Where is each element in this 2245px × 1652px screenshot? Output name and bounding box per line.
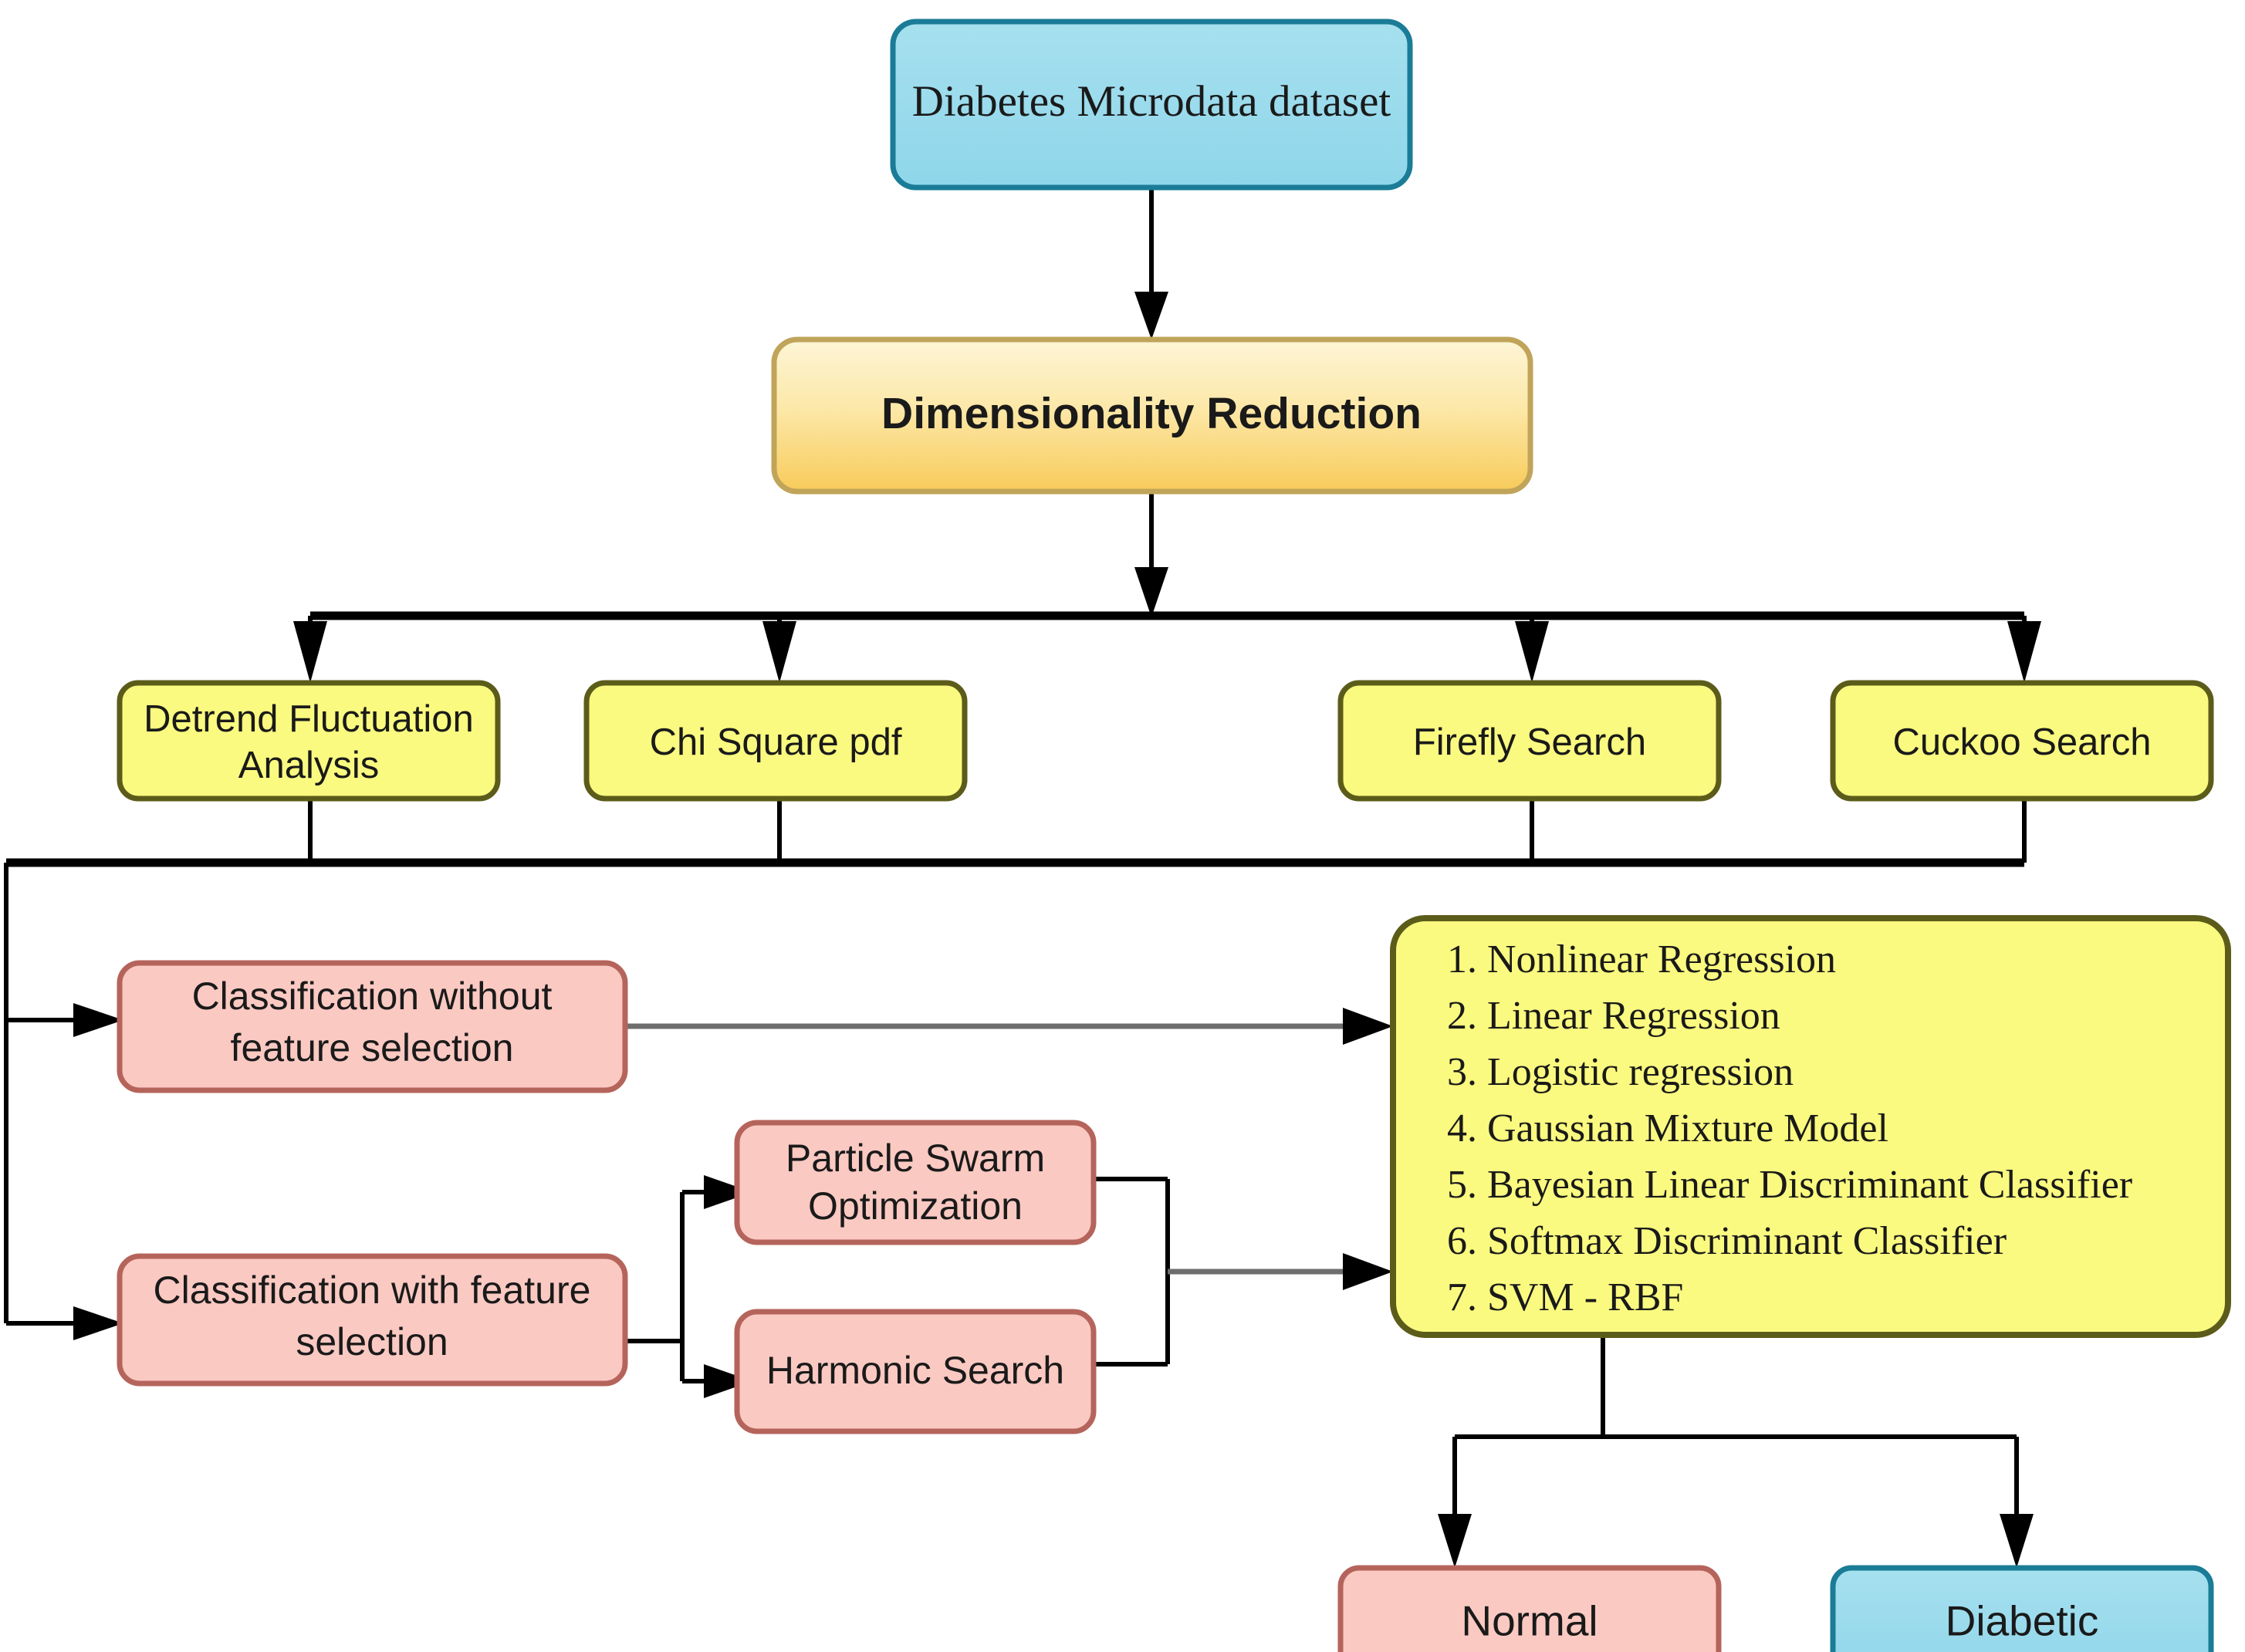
- node-particle-swarm-optimization[interactable]: Particle Swarm Optimization: [734, 1120, 1097, 1245]
- node-detrend-label-line1: Detrend Fluctuation: [144, 698, 474, 740]
- node-classification-with-feature-selection[interactable]: Classification with feature selection: [117, 1253, 628, 1387]
- edge-classifiers-to-outcomes: [1438, 1335, 2034, 1568]
- node-chi-square-label: Chi Square pdf: [650, 721, 902, 763]
- node-diabetic-label: Diabetic: [1946, 1597, 2099, 1645]
- edge-collector-to-classification: [4, 863, 123, 1340]
- node-classifier-list[interactable]: 1. Nonlinear Regression 2. Linear Regres…: [1390, 915, 2231, 1338]
- node-dataset[interactable]: Diabetes Microdata dataset: [890, 19, 1413, 191]
- node-classification-without-feature-selection[interactable]: Classification without feature selection: [117, 960, 628, 1093]
- node-normal[interactable]: Normal: [1337, 1565, 1722, 1652]
- node-normal-label: Normal: [1461, 1597, 1598, 1645]
- node-harmonic-search[interactable]: Harmonic Search: [734, 1309, 1097, 1434]
- classifier-list-item-5: 5. Bayesian Linear Discriminant Classifi…: [1447, 1163, 2132, 1207]
- edge-methods-to-collector: [6, 799, 2027, 867]
- node-firefly-label: Firefly Search: [1413, 721, 1646, 763]
- classifier-list-item-3: 3. Logistic regression: [1447, 1050, 1794, 1094]
- node-detrend-label-line2: Analysis: [238, 745, 379, 786]
- node-detrend-fluctuation-analysis[interactable]: Detrend Fluctuation Analysis: [117, 680, 501, 802]
- node-classify-without-line2: feature selection: [231, 1026, 514, 1069]
- node-classify-with-line1: Classification with feature: [154, 1269, 591, 1312]
- node-firefly-search[interactable]: Firefly Search: [1337, 680, 1722, 802]
- node-pso-line2: Optimization: [808, 1184, 1023, 1228]
- edge-bus-to-chisquare: [762, 616, 796, 683]
- node-dataset-label: Diabetes Microdata dataset: [912, 77, 1391, 126]
- node-dimensionality-reduction[interactable]: Dimensionality Reduction: [771, 336, 1533, 495]
- classifier-list-item-2: 2. Linear Regression: [1447, 994, 1780, 1038]
- edge-dataset-to-dimred: [1134, 187, 1168, 340]
- edge-bus-to-detrend: [293, 616, 327, 683]
- edge-bus-to-cuckoo: [2007, 616, 2041, 683]
- edge-optimizers-to-classifiers: [1092, 1177, 1393, 1367]
- classifier-list-item-7: 7. SVM - RBF: [1447, 1275, 1683, 1319]
- classifier-list-item-6: 6. Softmax Discriminant Classifier: [1447, 1219, 2007, 1263]
- node-classify-without-line1: Classification without: [192, 975, 553, 1018]
- classifier-list-item-1: 1. Nonlinear Regression: [1447, 937, 1836, 981]
- node-cuckoo-search[interactable]: Cuckoo Search: [1830, 680, 2214, 802]
- classifier-list-item-4: 4. Gaussian Mixture Model: [1447, 1106, 1888, 1150]
- edge-without-to-classifiers: [627, 1008, 1393, 1045]
- edge-bus-to-firefly: [1515, 616, 1549, 683]
- node-diabetic[interactable]: Diabetic: [1830, 1565, 2214, 1652]
- node-harmonic-label: Harmonic Search: [766, 1349, 1064, 1392]
- edge-with-to-optimizers: [627, 1175, 752, 1398]
- node-classify-with-line2: selection: [296, 1320, 448, 1363]
- node-pso-line1: Particle Swarm: [786, 1137, 1045, 1180]
- edge-dimred-to-bus: [1134, 492, 1168, 617]
- node-cuckoo-label: Cuckoo Search: [1892, 721, 2151, 763]
- node-chi-square-pdf[interactable]: Chi Square pdf: [583, 680, 968, 802]
- node-dimensionality-reduction-label: Dimensionality Reduction: [881, 389, 1422, 438]
